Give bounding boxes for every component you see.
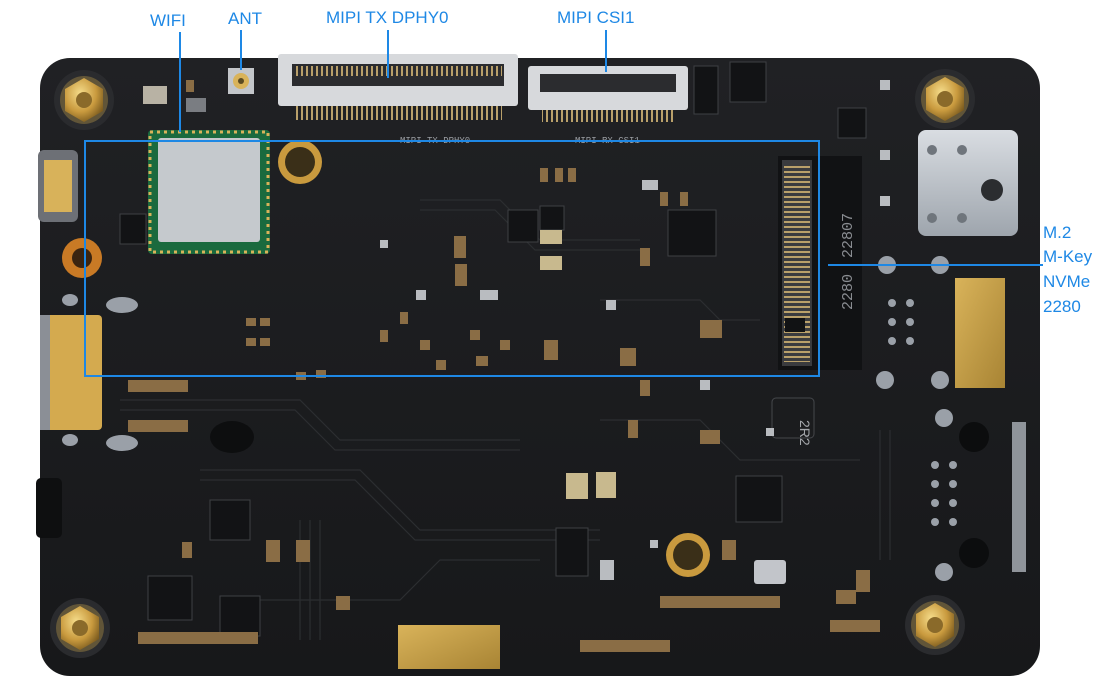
standoff-bottom-right xyxy=(905,595,965,655)
mipi-tx-connector xyxy=(278,54,518,120)
hdmi-connector-left xyxy=(40,315,102,430)
label-m2-line2: M-Key xyxy=(1043,247,1093,266)
round-sockets-right xyxy=(959,422,989,568)
wifi-module xyxy=(148,130,270,254)
label-mipi-csi1: MIPI CSI1 xyxy=(557,8,635,27)
smd-components xyxy=(143,80,870,610)
gold-pad-right xyxy=(955,278,1005,388)
led-left xyxy=(62,294,138,451)
standoff-bottom-left xyxy=(50,598,110,658)
label-wifi: WIFI xyxy=(150,11,186,30)
label-mipi-tx-dphy0: MIPI TX DPHY0 xyxy=(326,8,449,27)
m2-highlight-box xyxy=(84,140,820,377)
smd-rows-bottom xyxy=(128,380,880,652)
antenna-connector xyxy=(228,68,254,94)
silk-m2-size: 22807 xyxy=(840,213,857,258)
board-stain xyxy=(210,421,254,453)
label-m2-line4: 2280 xyxy=(1043,297,1081,316)
label-m2-line3: NVMe xyxy=(1043,272,1091,291)
ethernet-port-right xyxy=(918,130,1018,236)
right-connector-holes xyxy=(876,256,957,581)
inductor-2r2 xyxy=(771,397,815,439)
mipi-csi-connector xyxy=(528,66,688,122)
mounting-pad-upper xyxy=(278,140,322,184)
standoff-top-left xyxy=(54,70,114,130)
gold-pad-bottom xyxy=(398,625,500,669)
ic-chips xyxy=(119,61,867,637)
silk-m2-size-2: 2280 xyxy=(840,274,857,310)
audio-jack-left xyxy=(36,478,62,538)
label-ant: ANT xyxy=(228,9,262,28)
label-m2-line1: M.2 xyxy=(1043,223,1072,242)
silk-inductor: 2R2 xyxy=(797,420,813,446)
orange-button-left xyxy=(62,238,102,278)
standoff-top-right xyxy=(915,69,975,129)
crystal xyxy=(754,560,786,584)
mounting-pad-lower xyxy=(666,533,710,577)
usb-c-connector-left xyxy=(38,150,78,222)
right-edge-metal xyxy=(1012,422,1026,572)
leader-lines xyxy=(179,30,1043,266)
smd-grey-components xyxy=(380,80,890,580)
